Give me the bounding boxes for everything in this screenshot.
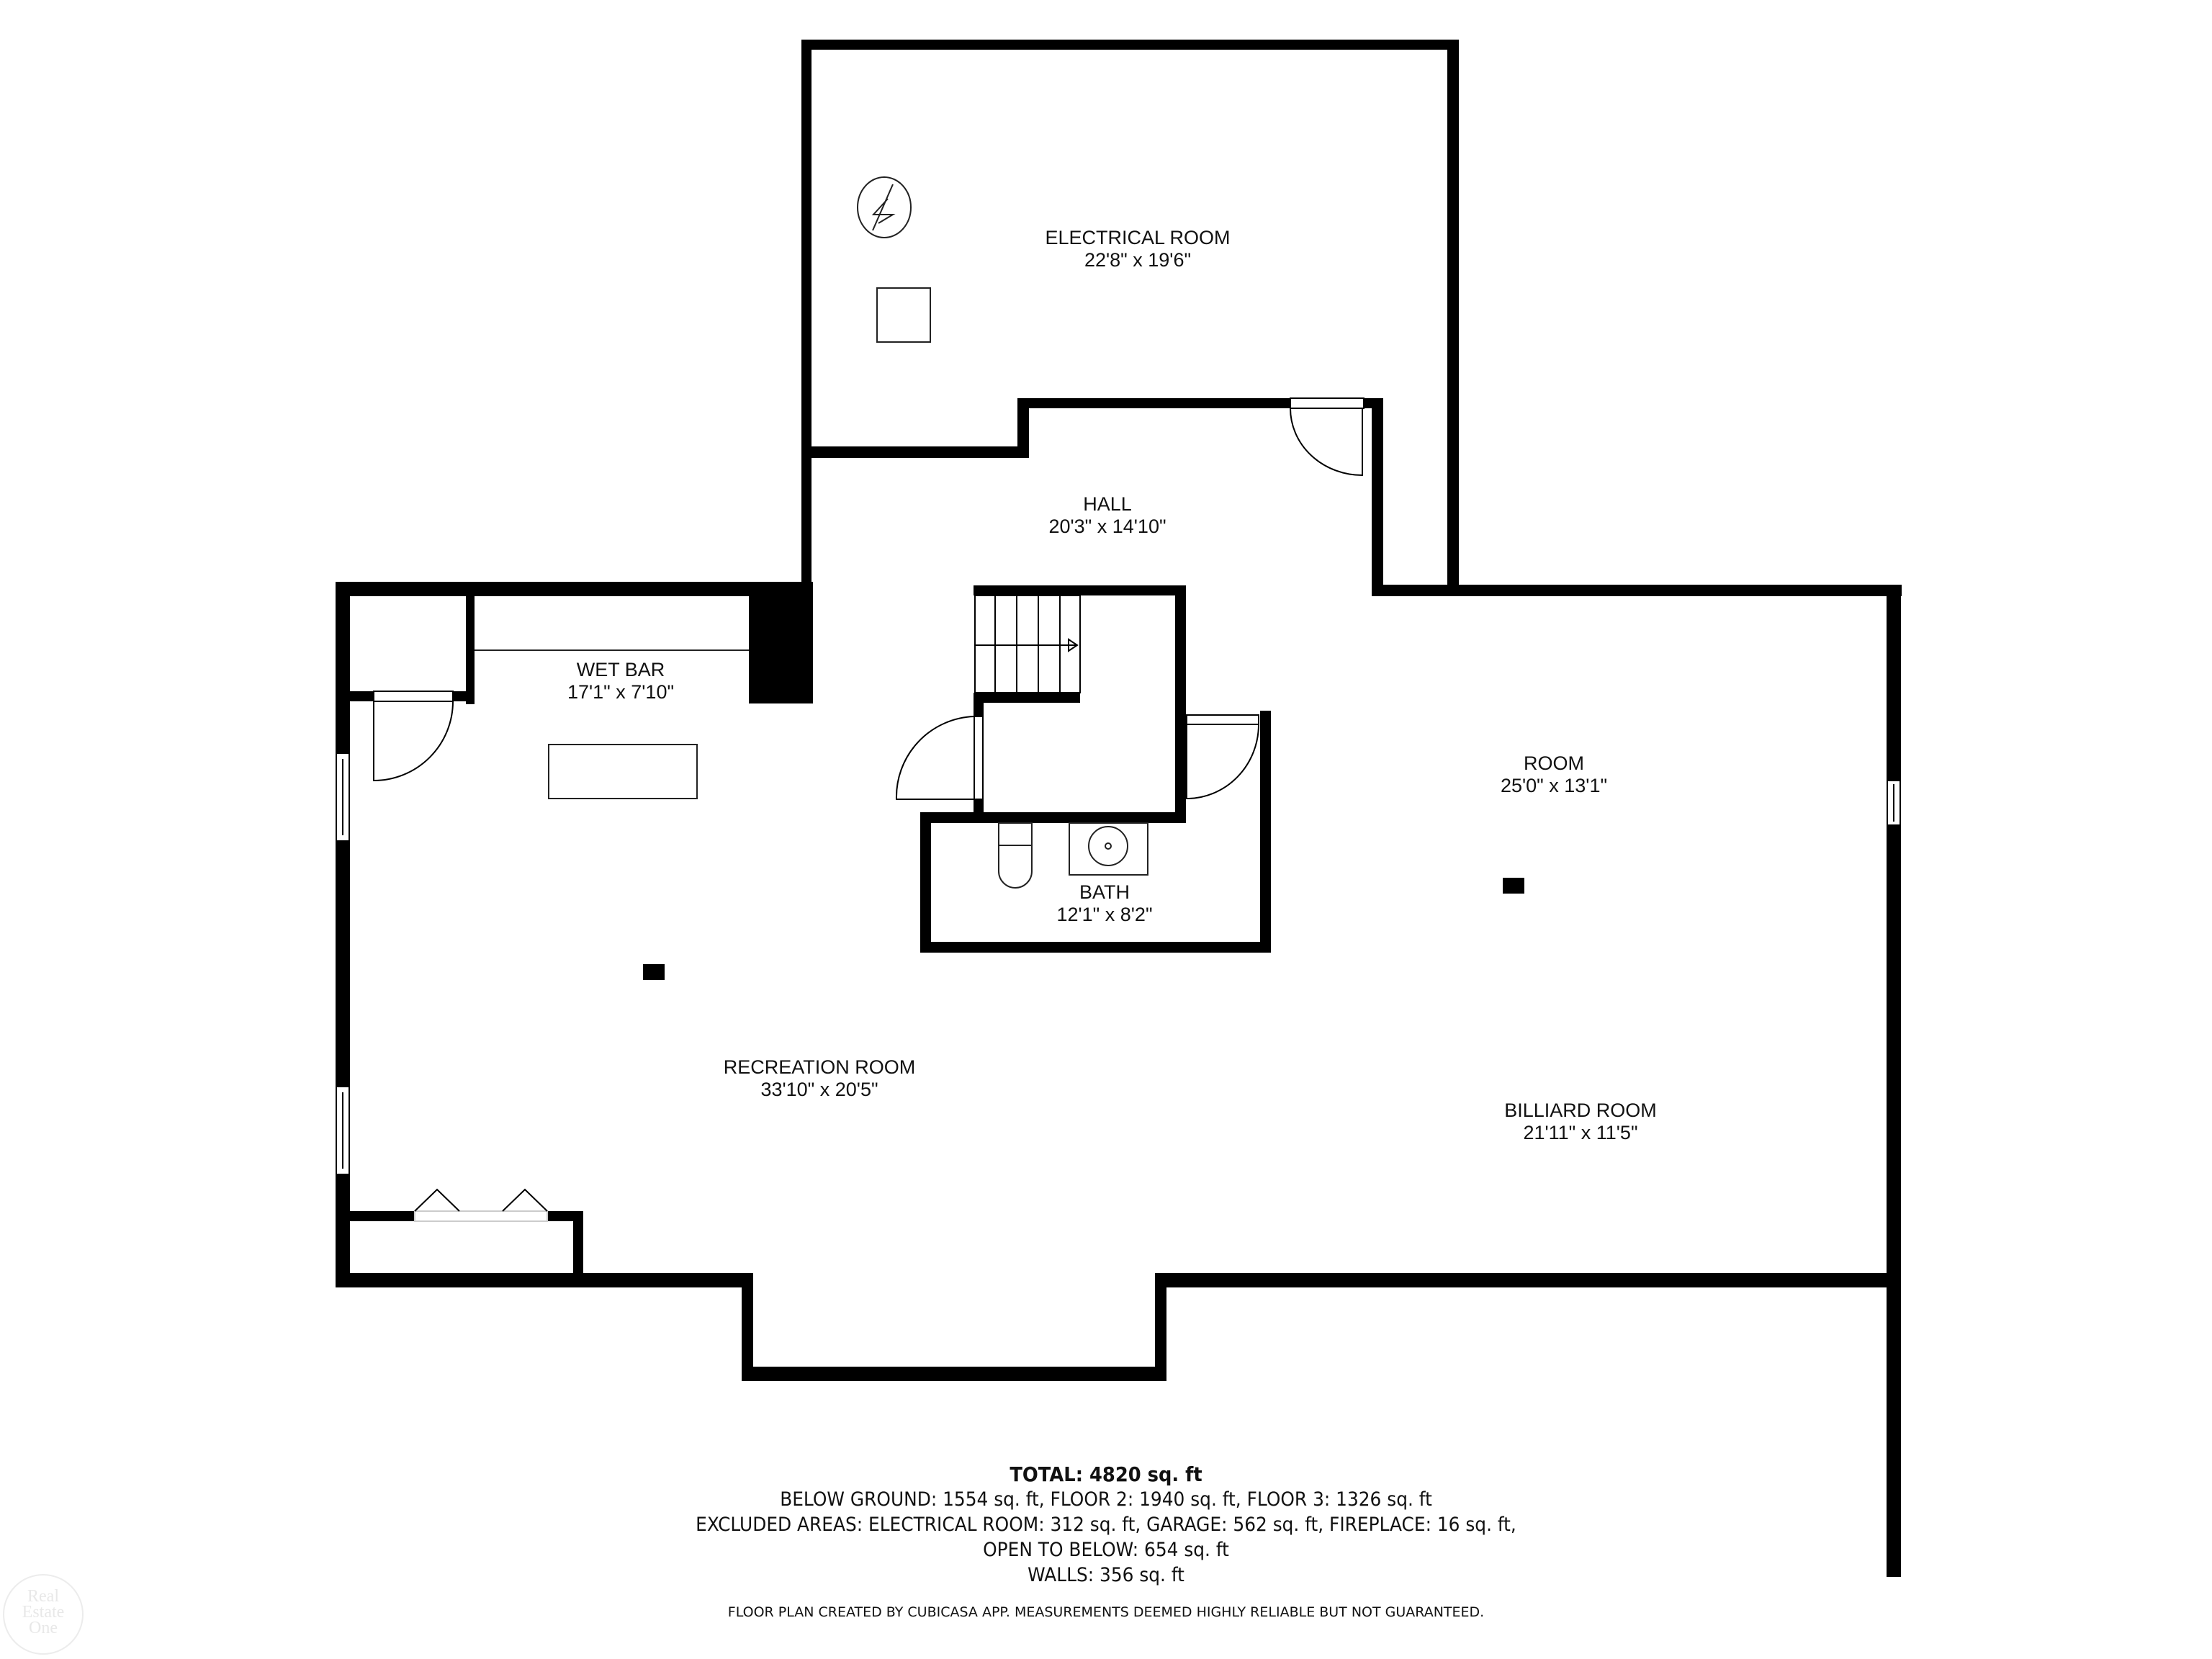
room-dimensions: 17'1" x 7'10" [567,681,675,703]
room-label-hall: HALL 20'3" x 14'10" [1048,493,1166,538]
room-label-billiard: BILLIARD ROOM 21'11" x 11'5" [1504,1100,1657,1144]
room-dimensions: 21'11" x 11'5" [1523,1122,1638,1143]
watermark-line: Real [27,1587,59,1606]
door-swing-icon [1290,397,1364,477]
floor-areas: BELOW GROUND: 1554 sq. ft, FLOOR 2: 1940… [780,1488,1432,1511]
watermark-line: One [29,1619,58,1637]
excluded-areas: EXCLUDED AREAS: ELECTRICAL ROOM: 312 sq.… [696,1514,1516,1536]
room-label-bath: BATH 12'1" x 8'2" [1056,881,1152,926]
room-name: BATH [1079,881,1130,903]
sink-icon [1069,822,1148,876]
room-name: BILLIARD ROOM [1504,1100,1657,1121]
watermark-line: Estate [22,1603,65,1622]
toilet-icon [998,822,1033,889]
electrical-panel-icon [857,176,912,238]
room-name: HALL [1083,493,1132,515]
room-name: WET BAR [576,659,665,680]
room-name: RECREATION ROOM [723,1056,916,1078]
window-icon [336,752,350,842]
stairs [974,595,1081,693]
square-fixture-icon [876,287,931,343]
room-dimensions: 22'8" x 19'6" [1084,249,1192,271]
column-posts [643,878,1524,980]
door-swing-icon [373,691,454,782]
room-name: ELECTRICAL ROOM [1045,227,1231,248]
stairs-direction-arrow-icon [1068,638,1079,652]
room-dimensions: 20'3" x 14'10" [1048,516,1166,537]
doors [373,397,1364,800]
brand-watermark: Real Estate One [3,1574,84,1655]
room-dimensions: 12'1" x 8'2" [1056,904,1153,925]
room-label-wet-bar: WET BAR 17'1" x 7'10" [567,659,674,703]
room-dimensions: 33'10" x 20'5" [760,1079,878,1100]
bar-island [548,744,698,799]
total-area: TOTAL: 4820 sq. ft [1010,1462,1202,1486]
room-label-electrical: ELECTRICAL ROOM 22'8" x 19'6" [1045,227,1230,271]
open-to-below: OPEN TO BELOW: 654 sq. ft [983,1539,1229,1561]
door-swing-icon [1186,714,1259,800]
area-summary: TOTAL: 4820 sq. ft BELOW GROUND: 1554 sq… [0,1462,2212,1588]
walls-area: WALLS: 356 sq. ft [1028,1564,1184,1586]
room-label-room: ROOM 25'0" x 13'1" [1501,752,1607,797]
window-icon [1887,780,1901,826]
fireplace-icon [414,1188,548,1222]
window-icon [336,1086,350,1175]
door-swing-icon [895,716,984,800]
room-label-recreation: RECREATION ROOM 33'10" x 20'5" [724,1056,916,1101]
disclaimer: FLOOR PLAN CREATED BY CUBICASA APP. MEAS… [727,1604,1485,1620]
room-name: ROOM [1523,752,1584,774]
fixtures [414,176,1148,1222]
room-dimensions: 25'0" x 13'1" [1500,775,1608,796]
windows [336,752,1901,1175]
